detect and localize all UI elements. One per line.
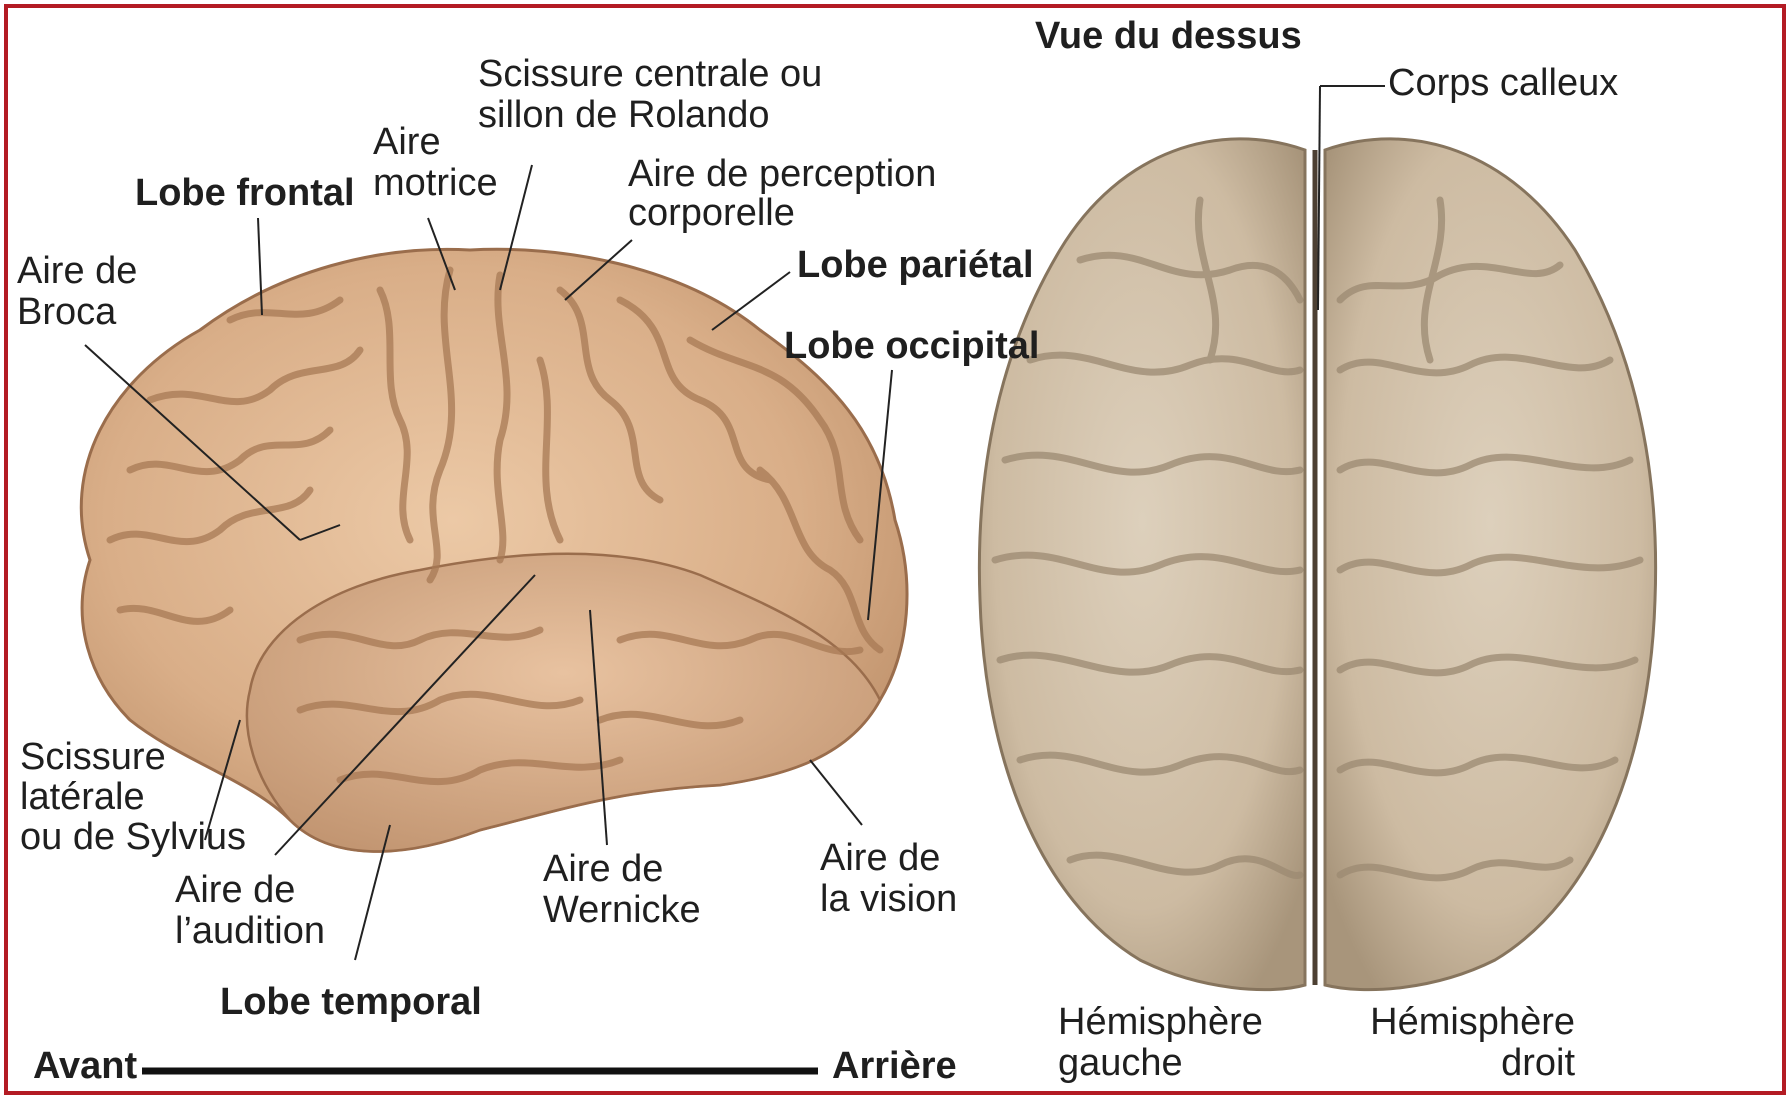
label-aire-perception-2: corporelle xyxy=(628,193,795,234)
label-aire-wernicke-1: Aire de xyxy=(543,849,663,890)
label-scissure-centrale-1: Scissure centrale ou xyxy=(478,54,822,95)
label-aire-wernicke-2: Wernicke xyxy=(543,890,701,931)
label-scissure-centrale-2: sillon de Rolando xyxy=(478,95,770,136)
label-hemisphere-droit-1: Hémisphère xyxy=(1360,1002,1575,1043)
label-aire-audition-2: l’audition xyxy=(175,911,325,952)
label-lobe-temporal: Lobe temporal xyxy=(220,982,482,1023)
top-view-title: Vue du dessus xyxy=(1035,16,1302,57)
label-lobe-parietal: Lobe pariétal xyxy=(797,245,1034,286)
label-corps-calleux: Corps calleux xyxy=(1388,63,1618,104)
label-aire-audition-1: Aire de xyxy=(175,870,295,911)
label-scissure-laterale-1: Scissure xyxy=(20,737,166,778)
label-scissure-laterale-3: ou de Sylvius xyxy=(20,817,246,858)
label-aire-perception-1: Aire de perception xyxy=(628,154,936,195)
label-aire-motrice-2: motrice xyxy=(373,163,498,204)
label-lobe-frontal: Lobe frontal xyxy=(135,173,355,214)
label-scissure-laterale-2: latérale xyxy=(20,777,145,818)
label-aire-broca-2: Broca xyxy=(17,292,116,333)
label-avant: Avant xyxy=(33,1046,137,1087)
label-hemisphere-gauche-1: Hémisphère xyxy=(1058,1002,1263,1043)
label-lobe-occipital: Lobe occipital xyxy=(784,326,1039,367)
label-aire-vision-1: Aire de xyxy=(820,838,940,879)
label-hemisphere-droit-2: droit xyxy=(1360,1043,1575,1084)
label-hemisphere-gauche-2: gauche xyxy=(1058,1043,1183,1084)
label-aire-motrice-1: Aire xyxy=(373,122,441,163)
label-aire-vision-2: la vision xyxy=(820,879,957,920)
label-arriere: Arrière xyxy=(832,1046,957,1087)
label-aire-broca-1: Aire de xyxy=(17,251,137,292)
